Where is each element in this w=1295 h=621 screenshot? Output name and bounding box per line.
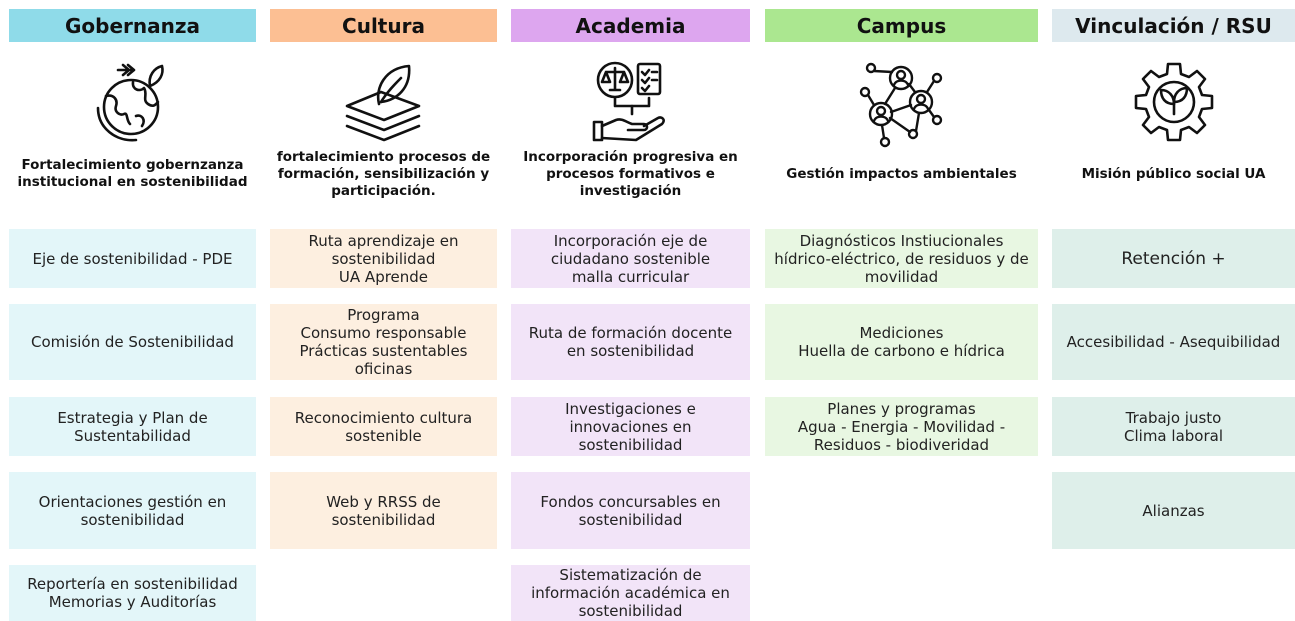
- list-item: Sistematización de información académica…: [511, 565, 750, 621]
- list-item: Ruta de formación docente en sostenibili…: [511, 304, 750, 380]
- column-subtitle: Incorporación progresiva en procesos for…: [523, 148, 738, 199]
- list-item: Accesibilidad - Asequibilidad: [1052, 304, 1295, 380]
- list-item: Mediciones Huella de carbono e hídrica: [765, 304, 1038, 380]
- column-header: Vinculación / RSU: [1052, 9, 1295, 42]
- globe-leaf-icon: [88, 58, 178, 148]
- list-item: Web y RRSS de sostenibilidad: [270, 472, 497, 549]
- list-item: Diagnósticos Instiucionales hídrico-eléc…: [765, 229, 1038, 288]
- list-item: Investigaciones e innovaciones en sosten…: [511, 397, 750, 456]
- gear-leaf-icon: [1129, 58, 1219, 148]
- column-cultura: Cultura fortalecimiento procesos de form…: [270, 0, 497, 621]
- column-subtitle: Misión público social UA: [1081, 165, 1266, 182]
- list-item: Reconocimiento cultura sostenible: [270, 397, 497, 456]
- column-header: Gobernanza: [9, 9, 256, 42]
- list-item: Eje de sostenibilidad - PDE: [9, 229, 256, 288]
- scale-hand-icon: [586, 58, 676, 148]
- list-item: Reportería en sostenibilidad Memorias y …: [9, 565, 256, 621]
- column-subtitle: fortalecimiento procesos de formación, s…: [276, 148, 491, 199]
- list-item: Orientaciones gestión en sostenibilidad: [9, 472, 256, 549]
- list-item: Estrategia y Plan de Sustentabilidad: [9, 397, 256, 456]
- list-item: Planes y programas Agua - Energia - Movi…: [765, 397, 1038, 456]
- list-item: Trabajo justo Clima laboral: [1052, 397, 1295, 456]
- list-item: Alianzas: [1052, 472, 1295, 549]
- column-vinculacion: Vinculación / RSU Misión público social …: [1052, 0, 1295, 621]
- list-item: Programa Consumo responsable Prácticas s…: [270, 304, 497, 380]
- column-header: Cultura: [270, 9, 497, 42]
- list-item: Retención +: [1052, 229, 1295, 288]
- column-subtitle: Gestión impactos ambientales: [786, 165, 1017, 182]
- list-item: Comisión de Sostenibilidad: [9, 304, 256, 380]
- column-header: Academia: [511, 9, 750, 42]
- column-gobernanza: Gobernanza Fortalecimiento gobernzanza i…: [9, 0, 256, 621]
- people-network-icon: [857, 58, 947, 148]
- column-header: Campus: [765, 9, 1038, 42]
- list-item: Fondos concursables en sostenibilidad: [511, 472, 750, 549]
- column-campus: Campus Gestión impactos ambientales Diag…: [765, 0, 1038, 621]
- column-subtitle: Fortalecimiento gobernzanza instituciona…: [17, 157, 248, 190]
- list-item: Ruta aprendizaje en sostenibilidad UA Ap…: [270, 229, 497, 288]
- list-item: Incorporación eje de ciudadano sostenibl…: [511, 229, 750, 288]
- layers-leaf-icon: [339, 58, 429, 148]
- column-academia: Academia Incorporación progresiva en pro…: [511, 0, 750, 621]
